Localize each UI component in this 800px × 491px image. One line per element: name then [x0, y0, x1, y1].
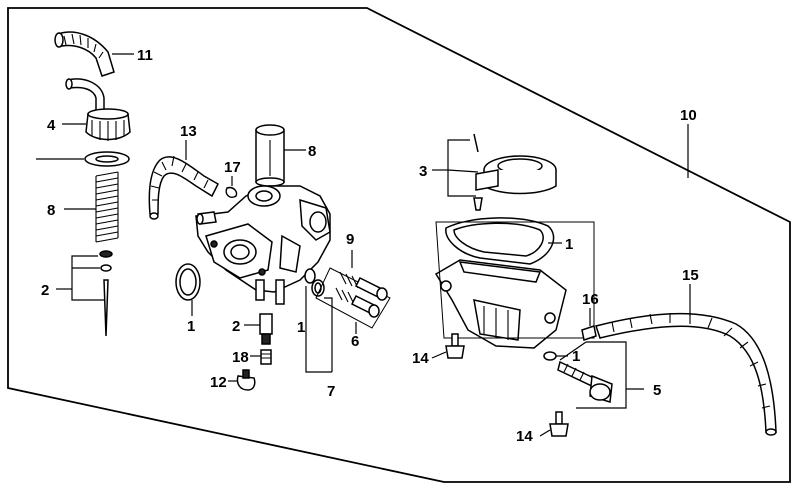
- callout-11: 11: [137, 47, 153, 64]
- callout-1-oring: 1: [297, 319, 305, 336]
- hose-clip: [225, 186, 238, 199]
- callout-6: 6: [351, 333, 359, 350]
- bowl-bolt-a: [445, 333, 465, 359]
- float-bowl-gasket: [445, 217, 555, 265]
- adjusting-screws: [315, 267, 391, 329]
- insulator-gasket: [175, 263, 201, 301]
- fuel-hose-elbow: [54, 31, 115, 77]
- overflow-tube: [595, 312, 777, 436]
- callout-5: 5: [653, 382, 661, 399]
- callout-2-needle: 2: [41, 282, 49, 299]
- float-assembly: [473, 133, 557, 211]
- slow-jet: [236, 369, 256, 391]
- callout-2-jet: 2: [232, 318, 240, 335]
- float-bowl: [434, 259, 567, 349]
- callout-8-throttle: 8: [308, 143, 316, 160]
- callout-3: 3: [419, 163, 427, 180]
- callout-1-sealing-ring: 1: [572, 348, 580, 365]
- carburetor-body: [195, 185, 331, 305]
- callout-14-b: 14: [516, 428, 533, 445]
- callout-10: 10: [680, 107, 697, 124]
- callout-17: 17: [224, 159, 241, 176]
- main-jet: [259, 313, 273, 345]
- callout-8-spring: 8: [47, 202, 55, 219]
- air-screw: [557, 360, 613, 403]
- callout-1-gasket: 1: [187, 318, 195, 335]
- needle-jet-holder: [260, 349, 272, 365]
- callout-12: 12: [210, 374, 227, 391]
- callout-15: 15: [682, 267, 699, 284]
- callout-4: 4: [47, 117, 56, 134]
- diagram-frame: [7, 7, 791, 483]
- callout-1-bowl-gasket: 1: [565, 236, 573, 253]
- vent-tube: [148, 155, 219, 220]
- air-screw-oring: [543, 351, 557, 361]
- carburetor-top-cap: [65, 78, 131, 141]
- bowl-bolt-b: [549, 411, 569, 437]
- throttle-valve: [255, 124, 285, 187]
- callout-18: 18: [232, 349, 249, 366]
- callout-13: 13: [180, 123, 197, 140]
- callout-14-a: 14: [412, 350, 429, 367]
- sealing-washer: [84, 151, 130, 167]
- throttle-spring: [95, 171, 119, 243]
- jet-needle: [99, 250, 113, 337]
- callout-16: 16: [582, 291, 599, 308]
- callout-9: 9: [346, 231, 354, 248]
- drain-plug: [581, 325, 597, 341]
- callout-7: 7: [327, 383, 335, 400]
- o-rings: [304, 268, 325, 297]
